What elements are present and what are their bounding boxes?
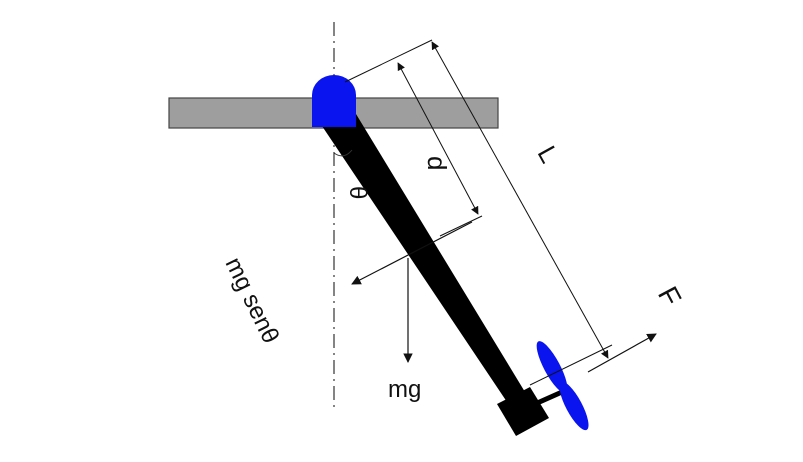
distance-extension (439, 215, 483, 237)
tangential-component-label: mg senθ (220, 253, 285, 348)
tangential-force-arrow (351, 221, 473, 285)
angle-label: θ (344, 186, 371, 199)
force-label: F (652, 281, 687, 311)
length-extension-top (344, 39, 433, 83)
thrust-force-arrow (587, 333, 657, 373)
propeller-blade-bottom (559, 381, 589, 431)
length-label: L (532, 141, 565, 168)
distance-label: d (422, 156, 452, 170)
motor-block (497, 387, 549, 436)
distance-dimension-arrow (397, 62, 479, 215)
pivot (312, 75, 356, 127)
angle-arc (333, 149, 353, 157)
propeller-shaft (533, 389, 564, 407)
weight-label: mg (388, 376, 421, 403)
